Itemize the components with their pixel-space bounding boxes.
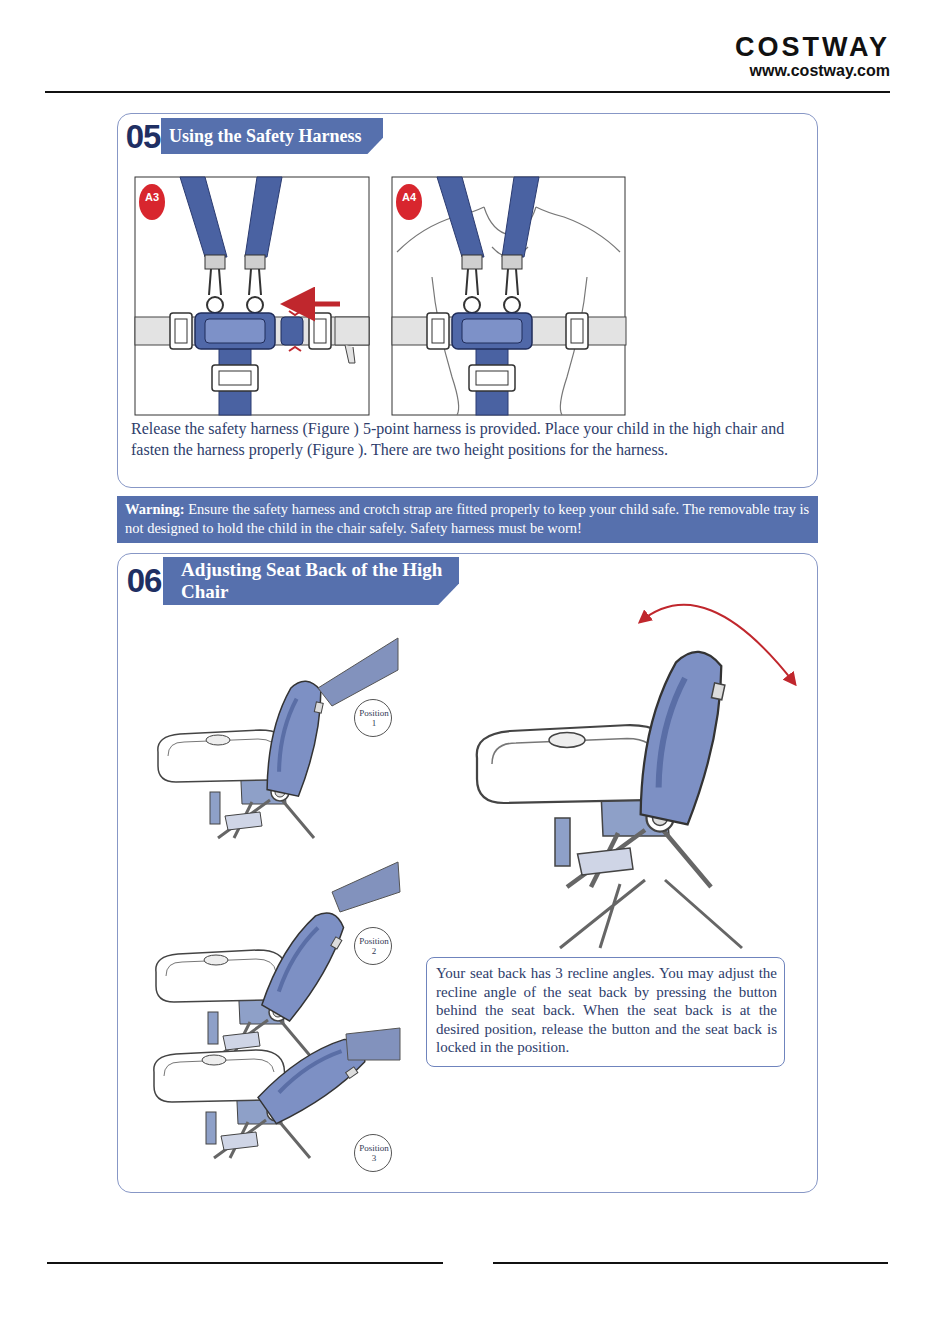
position-circle: Position 2 xyxy=(354,927,392,965)
section-heading: Using the Safety Harness xyxy=(169,124,379,148)
description-box: Your seat back has 3 recline angles. You… xyxy=(426,957,785,1067)
chair-position-3 xyxy=(154,1027,373,1158)
position-label: Position 2 xyxy=(357,936,391,956)
figure-badge: A3 xyxy=(139,184,165,220)
illustration-part xyxy=(135,177,369,415)
figure-frame xyxy=(392,177,625,415)
section-number: 06 xyxy=(122,562,166,600)
illustration-part xyxy=(633,645,731,826)
description-text: Your seat back has 3 recline angles. You… xyxy=(436,964,777,1057)
chair-legs xyxy=(560,880,742,948)
header-rule xyxy=(45,91,890,93)
website-url: www.costway.com xyxy=(750,62,890,80)
figure-label: A3 xyxy=(139,184,165,210)
section-number: 05 xyxy=(122,118,164,156)
warning-text-block: Warning: Ensure the safety harness and c… xyxy=(125,500,811,538)
chair-large xyxy=(477,645,731,887)
hand xyxy=(346,1028,400,1060)
harness-closed xyxy=(392,177,626,415)
instruction-text: Release the safety harness (Figure ) 5-p… xyxy=(131,418,799,460)
hand xyxy=(332,862,400,912)
chair-position-1 xyxy=(158,677,327,838)
position-circle: Position 3 xyxy=(354,1134,392,1172)
recline-arrow xyxy=(640,605,795,684)
section-panel: 05Using the Safety HarnessRelease the sa… xyxy=(117,113,818,488)
position-label: Position 3 xyxy=(357,1143,391,1163)
illustration-part xyxy=(289,311,301,351)
figure-label: A4 xyxy=(396,184,422,210)
harness-open xyxy=(135,177,369,415)
chair-position-2 xyxy=(156,903,351,1058)
warning-text: Ensure the safety harness and crotch str… xyxy=(125,501,809,536)
illustration-part xyxy=(281,317,303,345)
illustration-part xyxy=(262,677,327,797)
illustration-part xyxy=(262,677,327,797)
footer-rule xyxy=(493,1262,888,1264)
figure-frame xyxy=(135,177,369,415)
brand-logo: COSTWAY xyxy=(735,32,890,63)
warning-label: Warning: xyxy=(125,501,185,517)
section-heading: Adjusting Seat Back of the High Chair xyxy=(181,559,445,603)
illustration-part xyxy=(536,207,620,252)
illustration-part xyxy=(633,645,731,826)
section-panel: 06 Adjusting Seat Back of the High ChairP… xyxy=(117,553,818,1193)
illustration-part xyxy=(257,903,351,1023)
illustration-part xyxy=(257,903,351,1023)
warning-band: Warning: Ensure the safety harness and c… xyxy=(117,496,818,543)
figure-badge: A4 xyxy=(396,184,422,220)
position-label: Position 1 xyxy=(357,708,391,728)
footer-rule xyxy=(47,1262,443,1264)
illustration-part xyxy=(345,345,355,363)
illustration-part xyxy=(287,302,340,307)
position-circle: Position 1 xyxy=(354,699,392,737)
illustration-part xyxy=(335,317,369,345)
illustration-part xyxy=(392,177,626,415)
hand xyxy=(318,638,398,706)
